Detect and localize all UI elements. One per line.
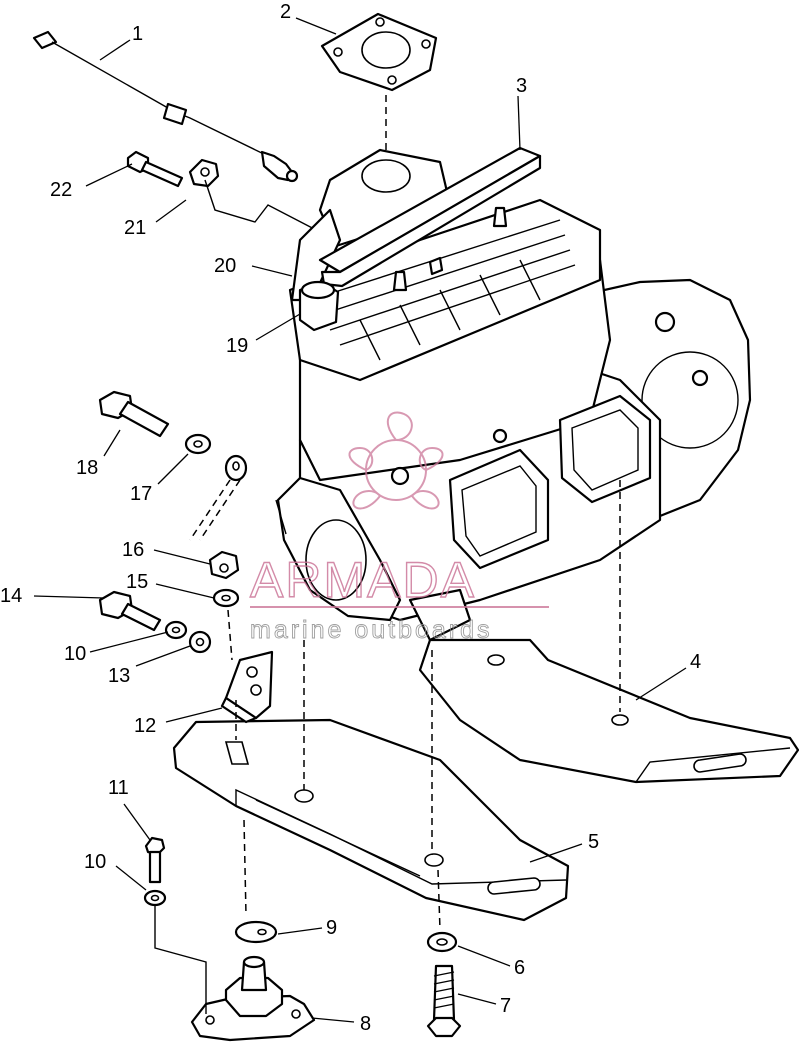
watermark-tagline: marine outboards: [250, 616, 493, 644]
ground-strap: [189, 454, 248, 541]
part-4-bracket: [418, 638, 799, 784]
callout-19: 19: [226, 335, 248, 357]
engine-assembly: [276, 146, 752, 642]
callout-1: 1: [132, 23, 143, 45]
part-22-bolt: [126, 150, 184, 188]
callout-17: 17: [130, 483, 152, 505]
part-2-gasket: [320, 12, 438, 92]
watermark-brand: ARMADA: [250, 552, 476, 608]
part-13-washer: [188, 630, 212, 654]
part-9-spacer: [234, 920, 278, 944]
callout-7: 7: [500, 995, 511, 1017]
callout-10-upper: 10: [64, 643, 86, 665]
callout-2: 2: [280, 1, 291, 23]
alignment-lines: [154, 480, 621, 1014]
part-21-lug: [188, 158, 321, 233]
leader-lines: [33, 17, 687, 1023]
part-18-bolt: [98, 390, 170, 438]
callout-5: 5: [588, 831, 599, 853]
callout-6: 6: [514, 957, 525, 979]
watermark-logo-icon: [348, 411, 444, 510]
callout-12: 12: [134, 715, 156, 737]
part-6-washer: [426, 931, 458, 953]
callout-11: 11: [108, 777, 129, 799]
part-8-rubber-mount: [190, 955, 316, 1042]
part-11-bolt: [144, 836, 166, 884]
callout-14: 14: [0, 585, 22, 607]
callout-13: 13: [108, 665, 130, 687]
part-15-washer: [212, 588, 240, 608]
callout-18: 18: [76, 457, 98, 479]
part-5-mounting-plate: [172, 718, 570, 922]
callout-21: 21: [124, 217, 146, 239]
part-7-bolt: [426, 964, 462, 1038]
callout-20: 20: [214, 255, 236, 277]
callout-16: 16: [122, 539, 144, 561]
part-16-nut: [208, 550, 240, 580]
callout-labels: 1 2 3 4 5 6 7 8 9 10 10 11 12 13 14 15 1…: [0, 1, 701, 1035]
part-10-washer-upper: [164, 620, 188, 640]
part-14-bolt: [98, 590, 162, 632]
part-17-washer: [184, 433, 212, 455]
callout-8: 8: [360, 1013, 371, 1035]
callout-15: 15: [126, 571, 148, 593]
callout-22: 22: [50, 179, 72, 201]
part-12-angle-bracket: [220, 650, 274, 724]
callout-10-lower: 10: [84, 851, 106, 873]
callout-4: 4: [690, 651, 701, 673]
part-1-cable: [32, 30, 299, 183]
part-10-washer-lower: [143, 889, 167, 907]
callout-9: 9: [326, 917, 337, 939]
callout-3: 3: [516, 75, 527, 97]
watermark: ARMADA marine outboards: [249, 411, 549, 644]
